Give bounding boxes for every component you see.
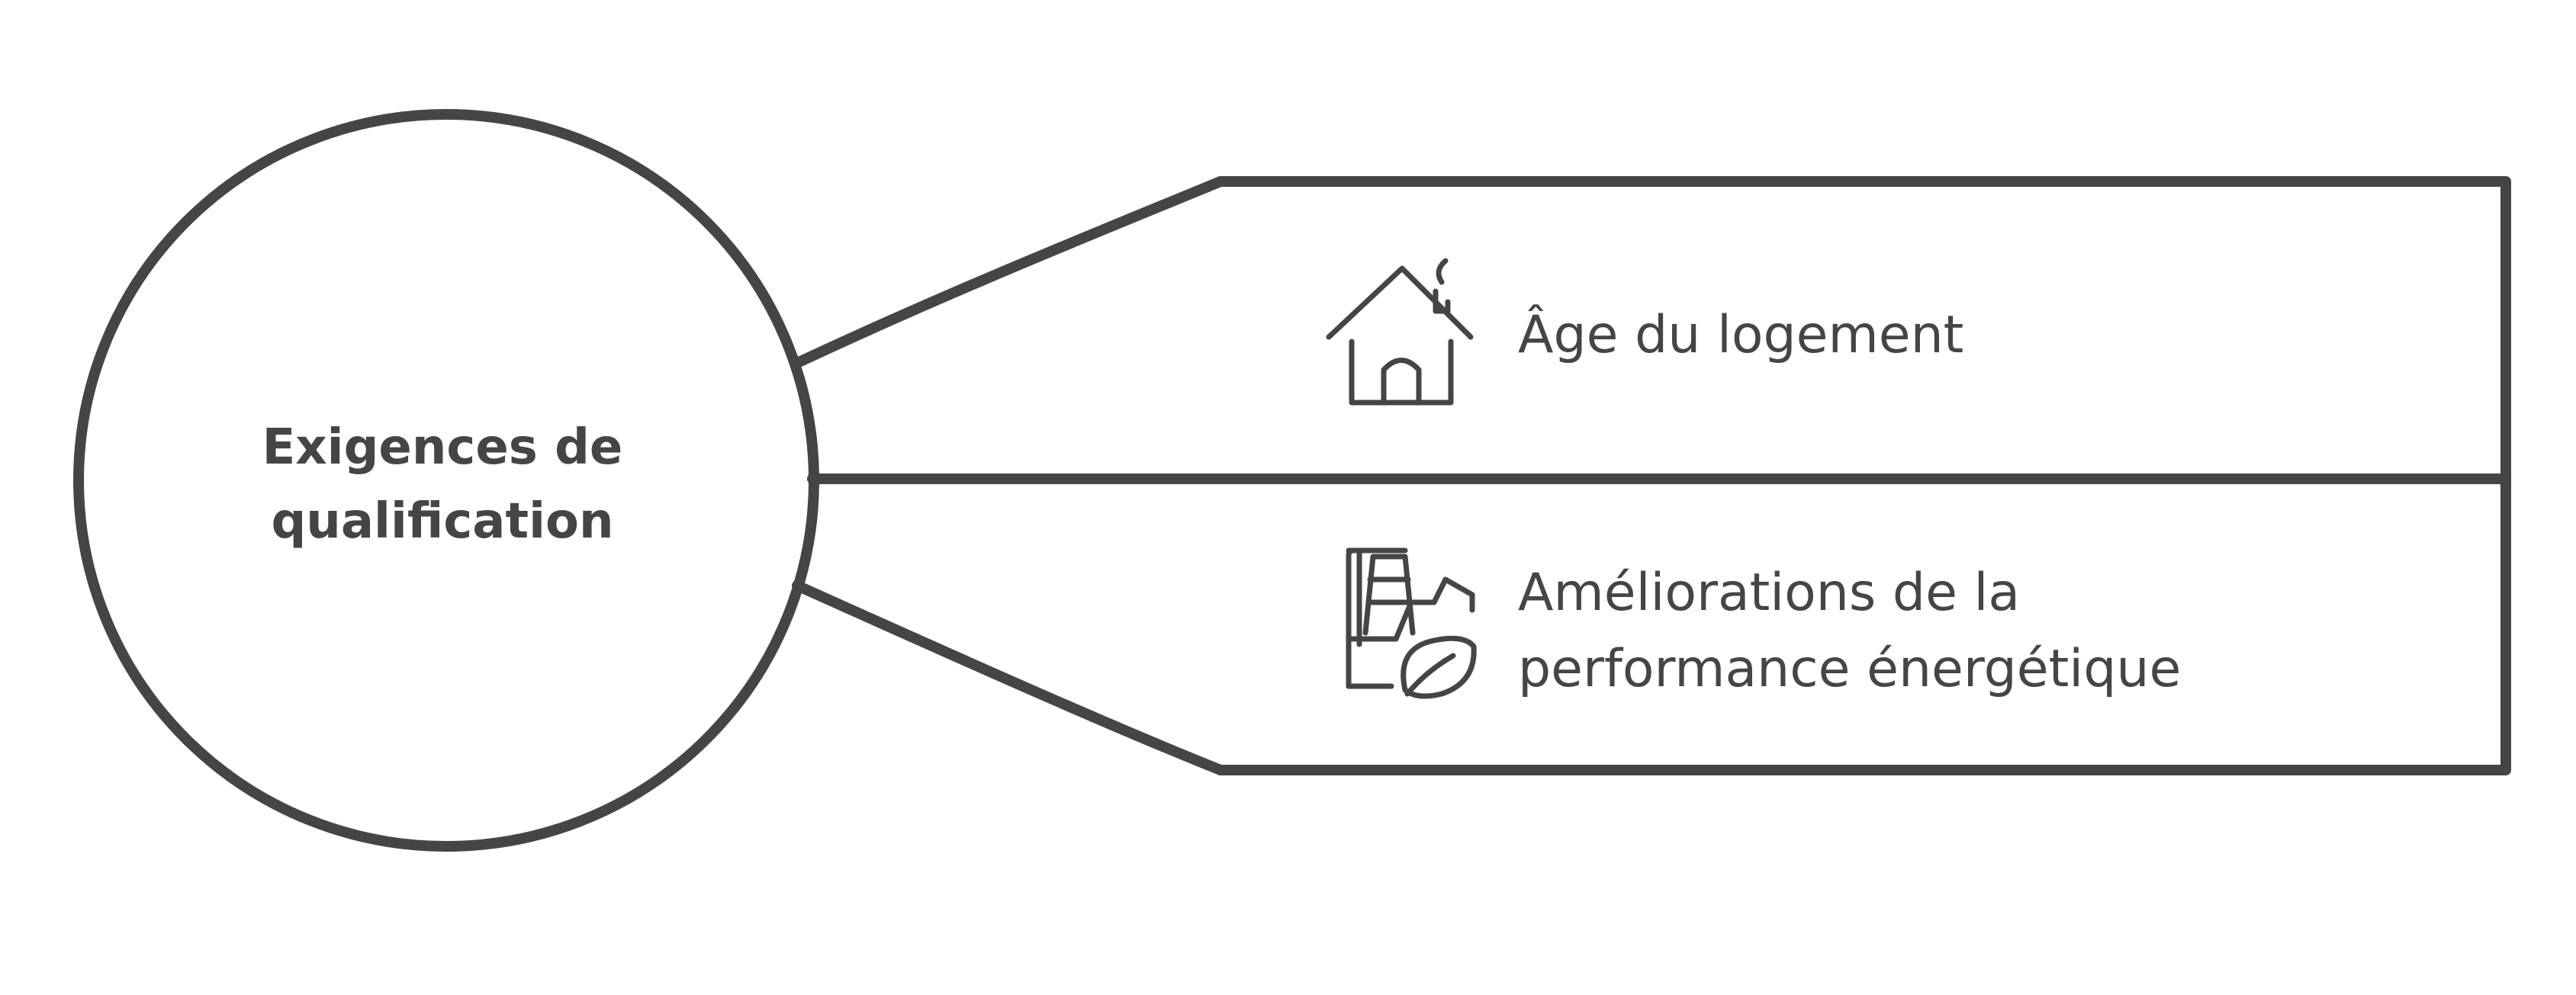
- center-label-line1: Exigences de: [262, 419, 623, 476]
- item-label-improvements-line1: Améliorations de la: [1518, 563, 2020, 623]
- factory-leaf-icon: [1346, 547, 1477, 699]
- connector-bottom: [792, 580, 1226, 775]
- center-circle: [73, 109, 819, 852]
- house-icon: [1326, 258, 1474, 406]
- item-label-improvements-line2: performance énergétique: [1518, 639, 2181, 699]
- item-label-age: Âge du logement: [1518, 303, 1963, 365]
- connector-top: [792, 176, 1226, 368]
- center-label-line2: qualification: [271, 493, 613, 550]
